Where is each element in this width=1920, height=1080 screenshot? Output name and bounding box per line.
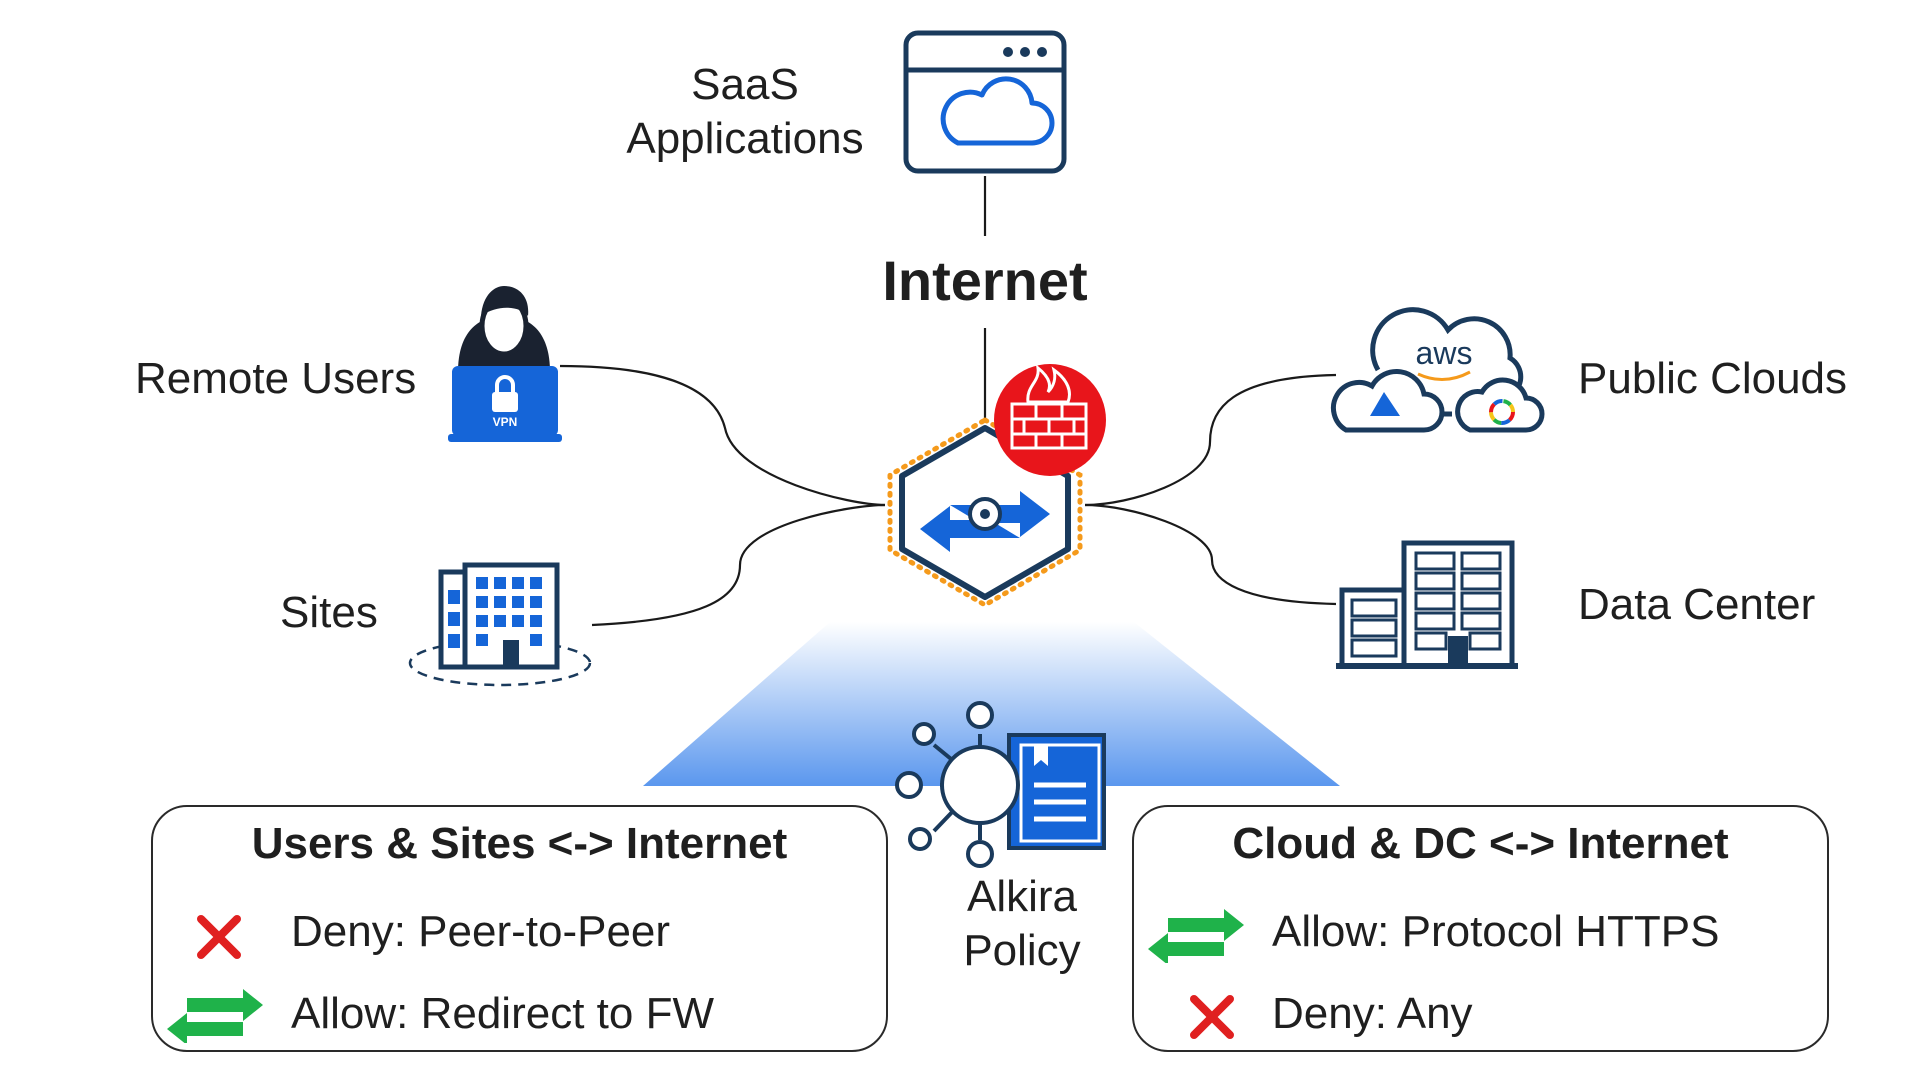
saas-label-line1: SaaS [691,60,799,109]
public-clouds-label: Public Clouds [1578,354,1848,403]
vpn-badge-text: VPN [493,415,518,429]
firewall-icon [994,364,1106,476]
internet-label: Internet [882,249,1088,312]
sites-label: Sites [280,588,378,637]
policy-left-rule-1: Deny: Peer-to-Peer [291,907,671,956]
remote-users-label: Remote Users [135,354,417,403]
data-center-icon [1336,540,1518,669]
aws-logo-text: aws [1416,335,1473,371]
policy-label-line2: Policy [963,926,1081,975]
deny-x-icon [1190,995,1234,1039]
multi-cloud-icon: aws [1330,307,1545,433]
policy-label: Alkira Policy [930,870,1114,978]
policy-right-rule-1: Allow: Protocol HTTPS [1272,907,1720,956]
allow-arrows-icon [167,989,263,1043]
saas-label-line2: Applications [626,114,864,163]
sites-connector [591,503,886,627]
connector-lines [559,176,1337,627]
policy-left-rule-2: Allow: Redirect to FW [291,989,714,1038]
policy-right-rule-2: Deny: Any [1272,989,1473,1038]
data-center-label: Data Center [1578,580,1816,629]
policy-beam [643,622,1340,786]
public-clouds-connector [1084,373,1337,507]
policy-document-icon [895,701,1106,868]
policy-box-right: Cloud & DC <-> Internet Allow: Protocol … [1132,805,1829,1052]
remote-users-connector [559,364,886,507]
policy-label-line1: Alkira [966,872,1078,921]
policy-box-left: Users & Sites <-> Internet Deny: Peer-to… [151,805,888,1052]
vpn-user-icon: VPN [448,286,562,442]
data-center-connector [1084,503,1337,606]
saas-label: SaaS Applications [620,58,870,166]
deny-x-icon [197,915,241,959]
browser-cloud-icon [903,30,1067,174]
alkira-hub-icon [887,417,1083,608]
office-building-icon [408,562,592,687]
allow-arrows-icon [1148,909,1244,963]
policy-box-right-title: Cloud & DC <-> Internet [1232,819,1729,868]
policy-box-left-title: Users & Sites <-> Internet [251,819,788,868]
